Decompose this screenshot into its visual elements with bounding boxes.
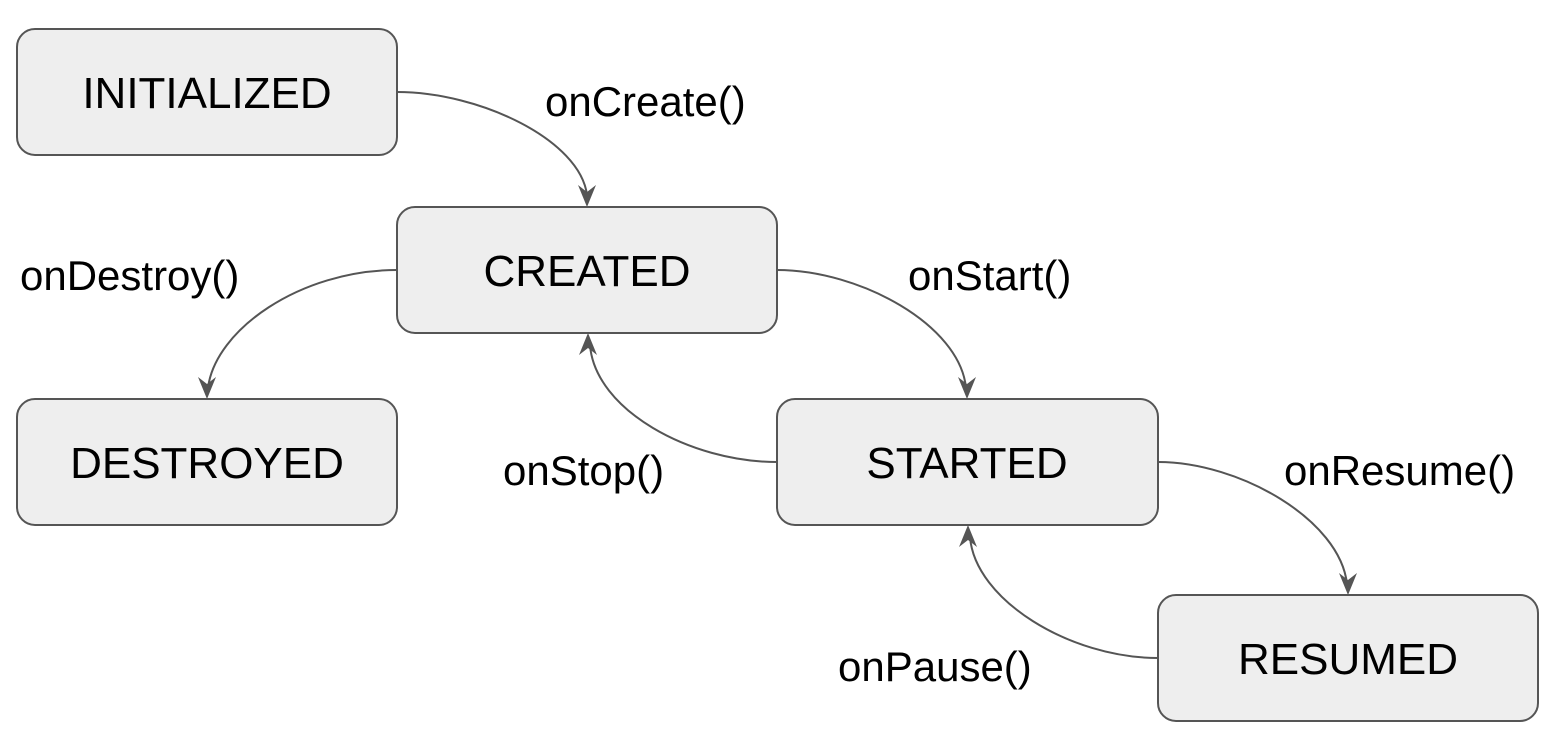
state-box-created [396, 206, 778, 334]
edge-label-ondestroy: onDestroy() [20, 252, 239, 299]
state-box-destroyed [16, 398, 398, 526]
arrowhead-ondestroy [198, 377, 216, 399]
arrowhead-oncreate [578, 185, 596, 207]
state-started: STARTED [776, 398, 1159, 526]
state-box-initialized [16, 28, 398, 156]
edge-onpause [969, 536, 1159, 659]
state-initialized: INITIALIZED [16, 28, 398, 156]
arrowhead-onpause [959, 525, 977, 547]
edge-label-onstart: onStart() [908, 252, 1071, 299]
edge-onresume [1157, 461, 1348, 585]
edge-ondestroy [207, 269, 398, 389]
state-created: CREATED [396, 206, 778, 334]
arrowhead-onresume [1339, 573, 1357, 595]
state-label-created: CREATED [484, 247, 691, 296]
edge-onstop [589, 344, 778, 463]
state-label-resumed: RESUMED [1238, 635, 1458, 684]
edge-label-onpause: onPause() [838, 643, 1032, 690]
arrowhead-onstop [579, 333, 597, 355]
transition-onstop: onStop() [503, 333, 778, 494]
edge-onstart [776, 269, 967, 389]
transition-oncreate: onCreate() [396, 78, 746, 207]
edge-label-oncreate: onCreate() [545, 78, 746, 125]
transition-onresume: onResume() [1157, 447, 1515, 595]
edge-label-onresume: onResume() [1284, 447, 1515, 494]
transition-onstart: onStart() [776, 252, 1071, 399]
arrowhead-onstart [958, 377, 976, 399]
state-label-initialized: INITIALIZED [82, 69, 331, 118]
transition-onpause: onPause() [838, 525, 1159, 690]
transition-ondestroy: onDestroy() [20, 252, 398, 399]
state-box-resumed [1157, 594, 1539, 722]
state-label-destroyed: DESTROYED [70, 439, 344, 488]
state-box-started [776, 398, 1159, 526]
edge-label-onstop: onStop() [503, 447, 664, 494]
state-resumed: RESUMED [1157, 594, 1539, 722]
state-destroyed: DESTROYED [16, 398, 398, 526]
state-label-started: STARTED [866, 439, 1067, 488]
edge-oncreate [396, 91, 588, 196]
